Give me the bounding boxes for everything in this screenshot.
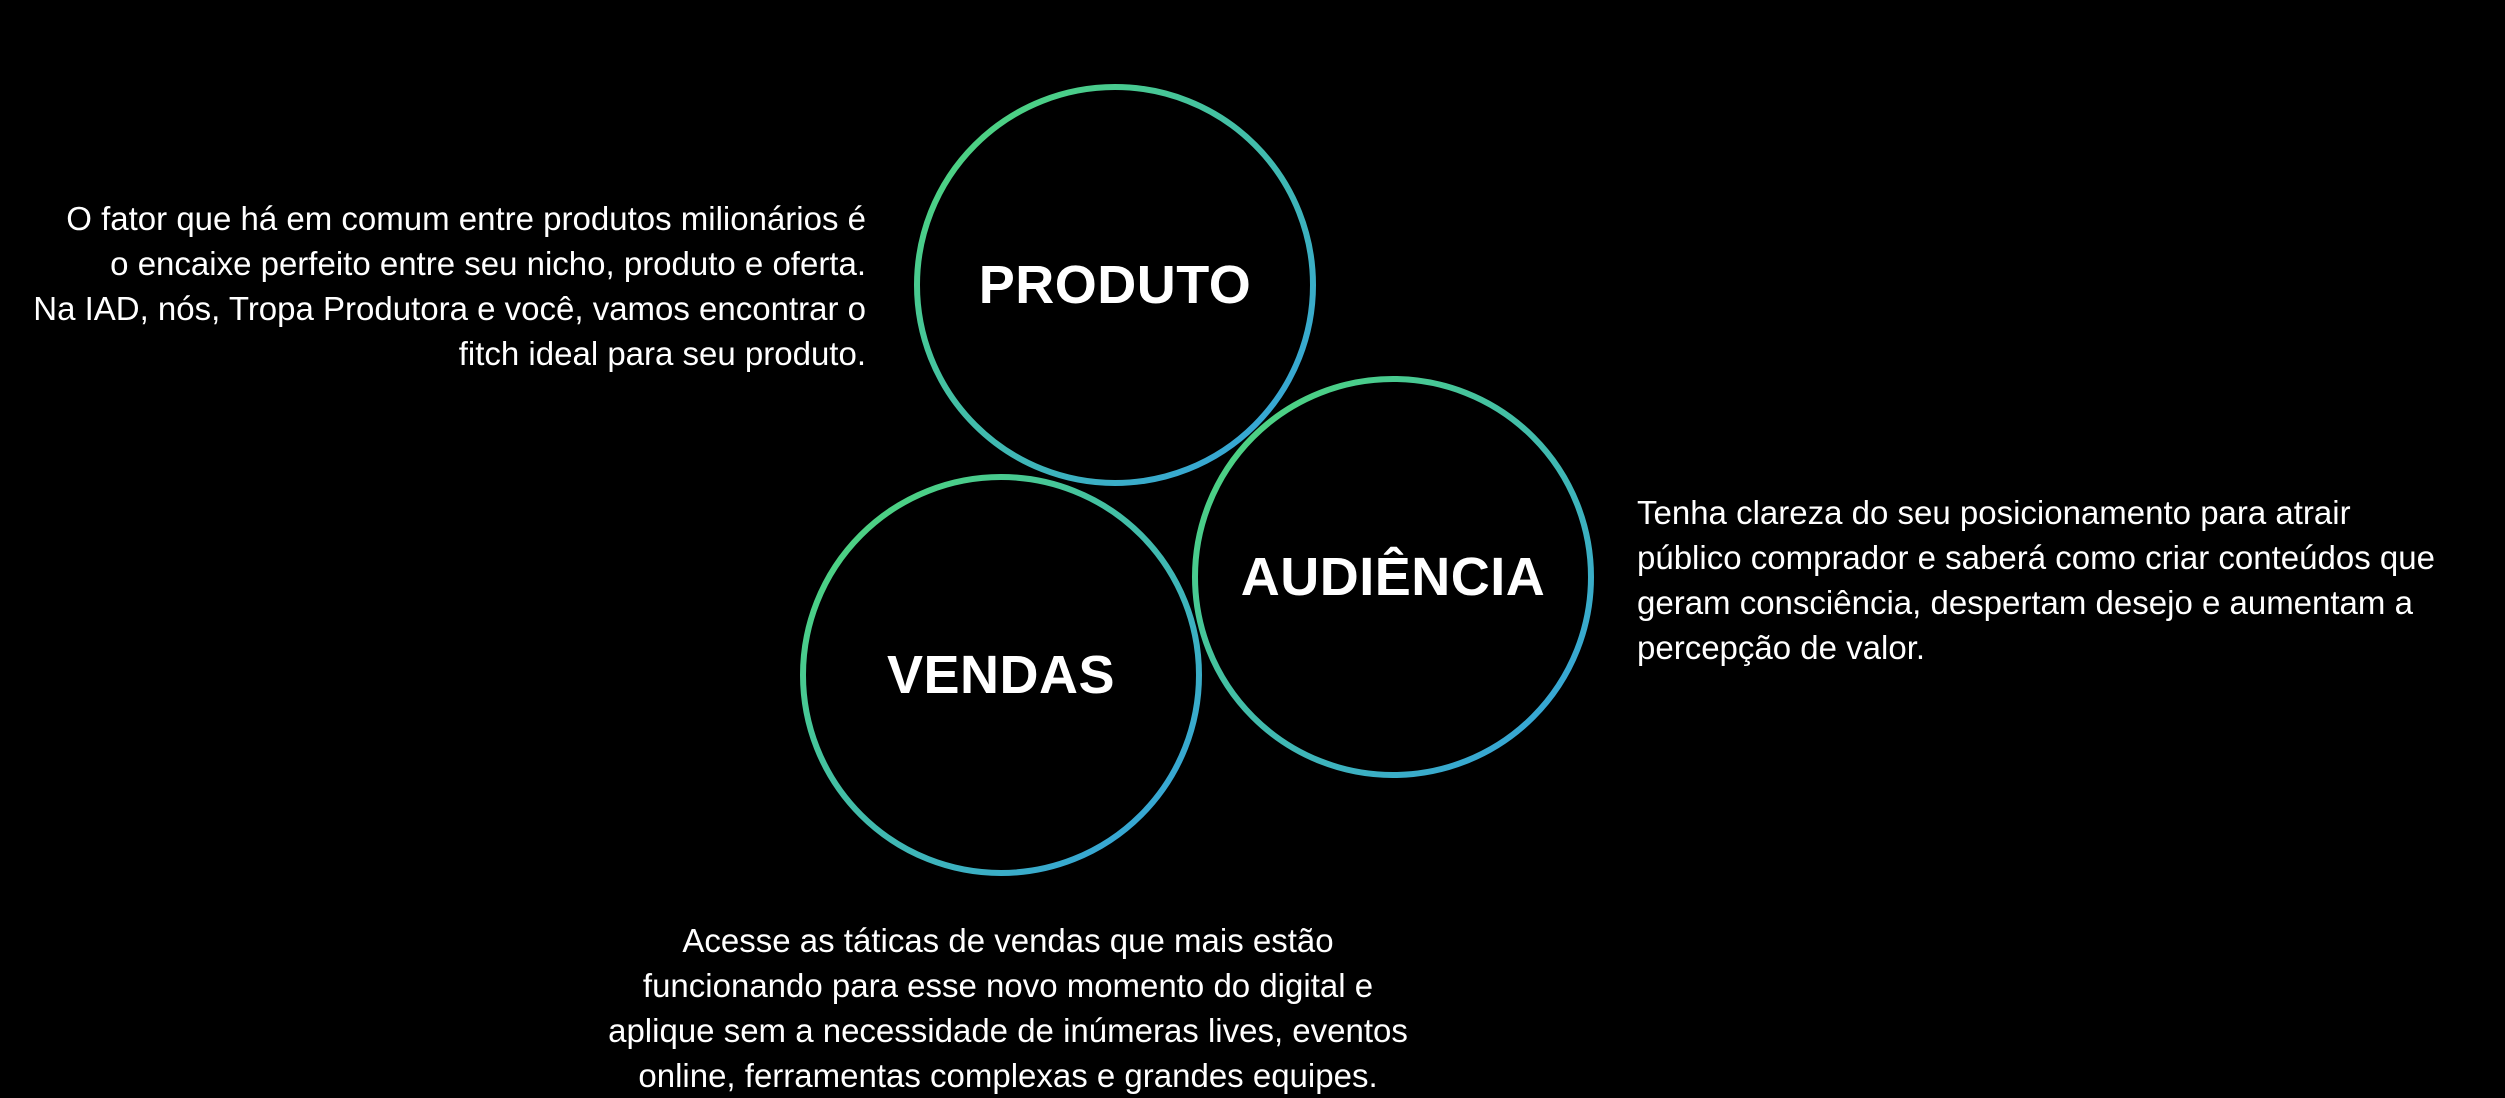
vendas-circle-label: VENDAS (886, 645, 1116, 705)
vendas-circle (800, 474, 1202, 876)
audiencia-description: Tenha clareza do seu posicionamento para… (1637, 494, 2435, 666)
produto-circle (914, 84, 1316, 486)
produto-circle-label: PRODUTO (978, 255, 1252, 315)
audiencia-circle-label: AUDIÊNCIA (1240, 547, 1546, 607)
produto-description: O fator que há em comum entre produtos m… (33, 200, 866, 372)
vendas-description: Acesse as táticas de vendas que mais est… (608, 922, 1408, 1094)
audiencia-circle (1192, 376, 1594, 778)
